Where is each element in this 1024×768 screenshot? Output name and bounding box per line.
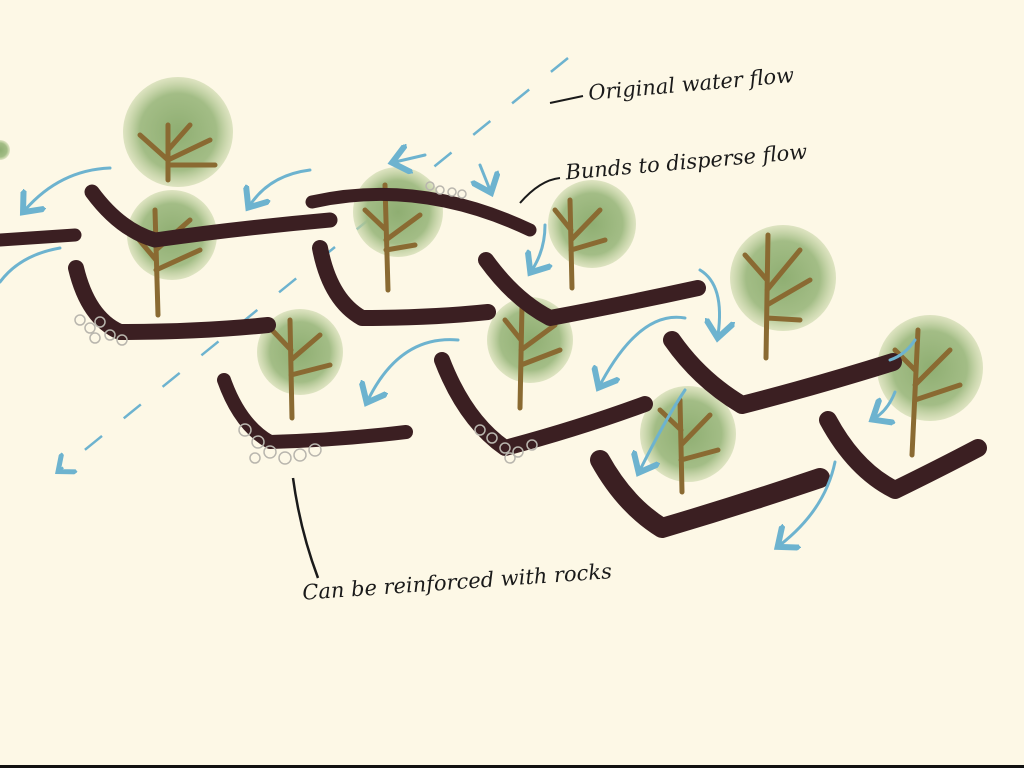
leader-line-bund xyxy=(519,177,561,204)
bund xyxy=(0,228,82,247)
bund xyxy=(663,331,902,414)
leader-line-rocks xyxy=(291,477,320,579)
water-arrow xyxy=(395,155,427,162)
tree xyxy=(640,386,736,495)
water-arrow xyxy=(780,460,837,545)
water-arrow xyxy=(875,390,897,418)
tree xyxy=(123,77,233,187)
tree xyxy=(353,167,443,293)
bund xyxy=(312,240,496,326)
bottom-border xyxy=(0,765,1024,768)
rocks xyxy=(74,181,538,465)
water-arrow xyxy=(480,163,490,190)
water-arrow xyxy=(640,388,687,470)
water-arrows xyxy=(0,155,917,545)
water-arrow xyxy=(888,338,917,362)
bund xyxy=(84,184,338,248)
tree xyxy=(730,225,836,361)
bunds xyxy=(0,184,987,538)
water-arrow xyxy=(25,166,112,210)
water-arrow xyxy=(0,246,62,284)
water-arrow xyxy=(368,338,460,400)
tree xyxy=(0,140,10,160)
bund xyxy=(434,352,653,456)
bund xyxy=(478,252,706,326)
tree xyxy=(877,315,983,458)
bund xyxy=(305,187,537,237)
water-arrow xyxy=(698,268,720,335)
tree xyxy=(127,190,217,318)
bund xyxy=(217,373,413,449)
water-arrow xyxy=(600,315,687,385)
water-arrow xyxy=(250,168,312,205)
bund xyxy=(68,260,276,340)
tree xyxy=(257,309,343,421)
leader-line-original-flow xyxy=(549,95,584,104)
bund xyxy=(819,411,987,499)
water-arrow xyxy=(532,223,545,270)
original-flow-line xyxy=(60,57,569,470)
tree xyxy=(548,180,636,291)
bund xyxy=(590,450,830,538)
